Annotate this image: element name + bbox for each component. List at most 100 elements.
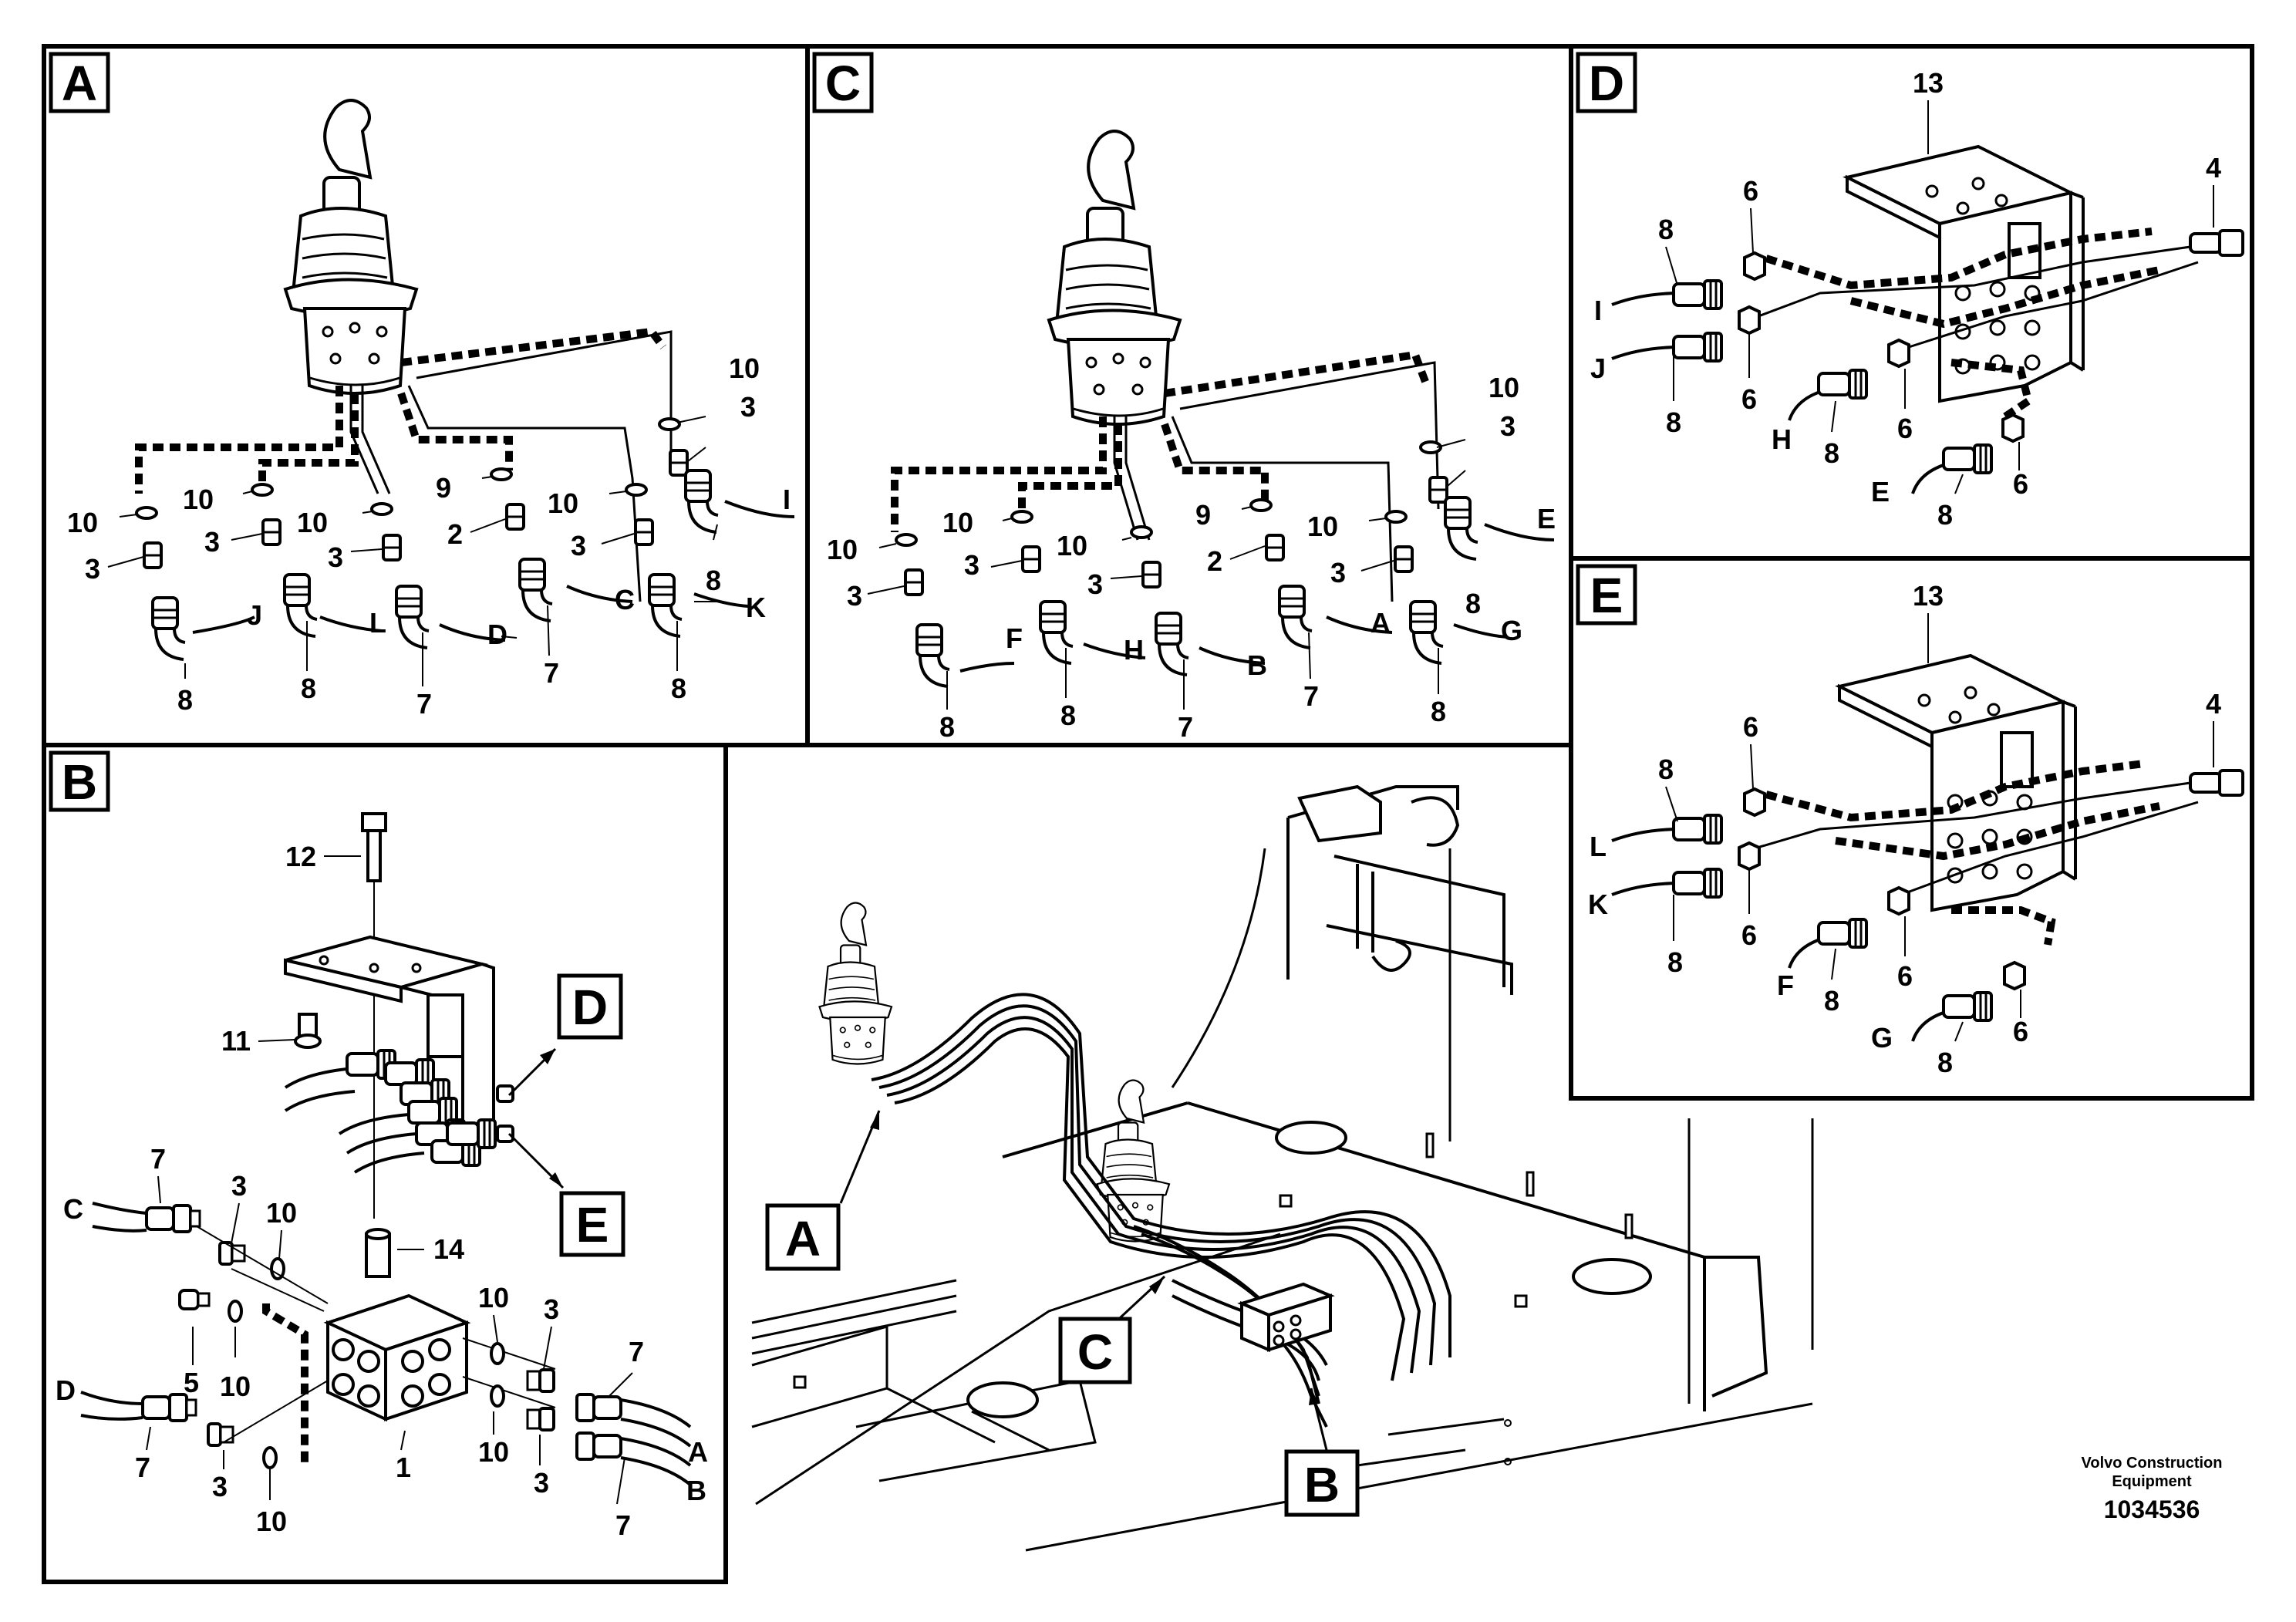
panel-c-label: 10 — [827, 534, 858, 565]
callout-b-box: B — [1284, 1449, 1360, 1517]
panel-b-label: 3 — [231, 1170, 247, 1202]
panel-b-label: 1 — [396, 1452, 411, 1483]
panel-c-label: 2 — [1207, 545, 1222, 577]
panel-e-label: 4 — [2206, 688, 2221, 720]
panel-e-label: 8 — [1824, 985, 1839, 1017]
callout-a-box: A — [765, 1203, 841, 1271]
panel-c-label: 10 — [942, 507, 973, 538]
panel-e-drawing — [1611, 613, 2244, 1042]
panel-e-label: 8 — [1937, 1047, 1953, 1078]
panel-e-label: 6 — [1897, 960, 1913, 992]
panel-c-label: 3 — [1330, 557, 1346, 588]
panel-letter-b-box: B — [49, 750, 110, 812]
panel-b-label: 10 — [220, 1371, 251, 1402]
panel-c-label: 3 — [1087, 568, 1103, 600]
panel-d-label: E — [1871, 476, 1890, 508]
panel-b-label: 14 — [433, 1233, 464, 1265]
panel-a-label: 3 — [328, 541, 343, 573]
callout-c-box: C — [1058, 1317, 1132, 1384]
panel-a-label: 3 — [85, 553, 100, 585]
panel-letter-c: C — [825, 56, 861, 111]
panel-c-label: 3 — [964, 549, 979, 581]
panel-a-label: J — [247, 599, 262, 631]
panel-e-label: 6 — [1741, 919, 1757, 951]
panel-a-label: 10 — [297, 507, 328, 538]
panel-c-label: E — [1537, 503, 1556, 534]
panel-b-label: 10 — [478, 1282, 509, 1313]
panel-c-label: 10 — [1057, 530, 1087, 561]
panel-a-label: K — [746, 592, 766, 623]
panel-a-label: 10 — [67, 507, 98, 538]
panel-d-label: J — [1590, 352, 1606, 384]
panel-a-label: 9 — [436, 472, 451, 504]
panel-c-label: 8 — [1465, 588, 1481, 619]
panel-b-drawing — [80, 812, 692, 1505]
panel-e-label: F — [1777, 969, 1794, 1001]
panel-a-label: 10 — [183, 484, 214, 515]
panel-b-label: 3 — [212, 1471, 228, 1502]
panel-e-label: 6 — [1743, 711, 1758, 743]
panel-a-label: D — [487, 619, 507, 650]
panel-b-label: 7 — [629, 1336, 644, 1367]
panel-c-label: 3 — [847, 580, 862, 612]
panel-b-label: 12 — [285, 841, 316, 872]
panel-a-label: 7 — [544, 657, 559, 689]
panel-b-label: B — [686, 1475, 706, 1506]
panel-d-label: 13 — [1913, 67, 1944, 99]
panel-letter-d-box: D — [1576, 52, 1637, 113]
panel-b-label: 3 — [544, 1293, 559, 1325]
panel-letter-d: D — [1589, 56, 1624, 111]
panel-letter-c-box: C — [812, 52, 874, 113]
panel-d-label: I — [1594, 295, 1602, 326]
callout-e-box: E — [559, 1191, 625, 1257]
panel-letter-a-box: A — [49, 52, 110, 113]
panel-a-label: 3 — [204, 526, 220, 558]
panel-c-label: B — [1247, 649, 1267, 681]
callout-a: A — [785, 1211, 821, 1266]
panel-b-label: 7 — [150, 1143, 166, 1175]
panel-e-label: 8 — [1658, 754, 1674, 785]
panel-c-label: 8 — [939, 711, 955, 743]
panel-c-label: 8 — [1431, 696, 1446, 727]
panel-b-label: 7 — [135, 1452, 150, 1483]
panel-c-label: 8 — [1060, 700, 1076, 731]
panel-c-label: 10 — [1489, 372, 1519, 403]
panel-a-label: L — [369, 607, 386, 639]
panel-a-label: 3 — [740, 391, 756, 423]
panel-b-label: 10 — [478, 1436, 509, 1468]
panel-letter-e: E — [1590, 568, 1623, 623]
panel-e-label: K — [1588, 889, 1608, 920]
panel-d-label: 4 — [2206, 152, 2221, 184]
panel-a-label: 8 — [301, 673, 316, 704]
panel-d-label: 8 — [1658, 214, 1674, 245]
panel-c-label: G — [1501, 615, 1522, 646]
callout-e: E — [576, 1197, 609, 1253]
panel-d-label: 6 — [1897, 413, 1913, 444]
panel-d-label: H — [1772, 423, 1792, 455]
panel-d-label: 8 — [1937, 499, 1953, 531]
panel-c-label: 10 — [1307, 511, 1338, 542]
panel-c-label: H — [1124, 634, 1144, 666]
panel-c-drawing — [867, 130, 1555, 710]
panel-b-frame — [42, 743, 728, 1584]
callout-b: B — [1304, 1457, 1340, 1512]
panel-c-label: 7 — [1303, 680, 1319, 712]
panel-a-label: C — [615, 584, 635, 615]
brand-name: Volvo Construction Equipment — [2081, 1455, 2223, 1490]
callout-d-box: D — [557, 973, 623, 1040]
panel-e-labels: 13 4 8 6 6 8 6 8 6 8 L K F G — [1588, 580, 2221, 1078]
machine-overview — [751, 784, 1814, 1552]
panel-b-label: 10 — [266, 1197, 297, 1229]
panel-letter-a: A — [62, 56, 97, 111]
panel-b-label: 5 — [184, 1367, 199, 1398]
panel-c-label: A — [1371, 607, 1391, 639]
callout-c: C — [1077, 1324, 1113, 1380]
panel-a-labels: 10 3 10 3 10 3 9 2 10 3 10 3 8 8 7 7 8 8… — [67, 352, 791, 720]
doc-number: 1034536 — [2103, 1496, 2200, 1523]
panel-b-label: D — [56, 1374, 76, 1406]
panel-b-label: 11 — [221, 1025, 251, 1057]
panel-c-label: F — [1006, 622, 1023, 654]
panel-d-drawing — [1611, 100, 2244, 494]
panel-e-label: 8 — [1667, 946, 1683, 978]
